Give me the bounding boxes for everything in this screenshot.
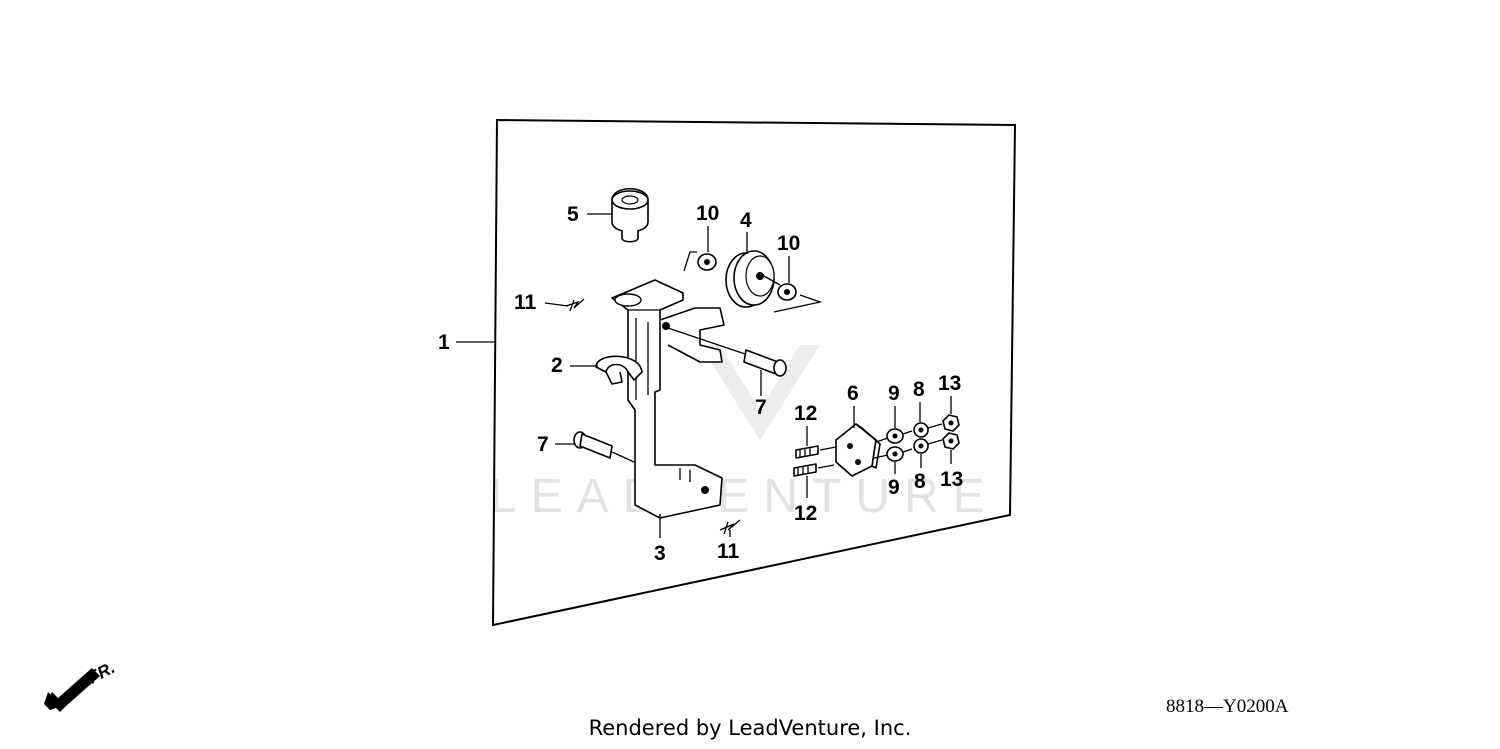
callout-2[interactable]: 2 bbox=[551, 354, 563, 377]
callout-9-upper[interactable]: 9 bbox=[888, 382, 900, 405]
washer-9-lower[interactable] bbox=[886, 446, 904, 462]
clip-part-lower[interactable] bbox=[719, 519, 741, 535]
callout-3[interactable]: 3 bbox=[654, 542, 666, 565]
nut-13-lower[interactable] bbox=[942, 432, 960, 450]
plate-part[interactable] bbox=[835, 423, 889, 477]
callout-7-upper[interactable]: 7 bbox=[755, 396, 767, 419]
watermark: LEADVENTURE bbox=[490, 345, 999, 523]
bracket-part[interactable] bbox=[611, 279, 725, 519]
callout-13-lower[interactable]: 13 bbox=[940, 468, 963, 491]
front-direction-arrow-icon: FR. bbox=[44, 658, 118, 712]
clip-part-upper[interactable] bbox=[565, 298, 585, 312]
pin-part-upper[interactable] bbox=[667, 327, 787, 377]
callout-5[interactable]: 5 bbox=[567, 203, 579, 226]
lockwasher-8-lower[interactable] bbox=[913, 438, 929, 454]
bolt-part-upper[interactable] bbox=[795, 445, 837, 459]
callout-8-lower[interactable]: 8 bbox=[914, 470, 926, 493]
roller-part[interactable] bbox=[725, 250, 781, 308]
callout-10-left[interactable]: 10 bbox=[696, 202, 719, 225]
e-ring-part[interactable] bbox=[595, 355, 643, 385]
watermark-text: LEADVENTURE bbox=[490, 470, 999, 523]
washer-part-right[interactable] bbox=[777, 283, 797, 301]
callout-7-left[interactable]: 7 bbox=[537, 433, 549, 456]
lockwasher-8-upper[interactable] bbox=[913, 422, 929, 438]
bolt-part-lower[interactable] bbox=[793, 463, 835, 477]
collar-part[interactable] bbox=[611, 188, 649, 243]
diagram-code: 8818—Y0200A bbox=[1166, 696, 1289, 717]
callout-12-lower[interactable]: 12 bbox=[794, 502, 817, 525]
callout-6[interactable]: 6 bbox=[847, 382, 859, 405]
callout-10-right[interactable]: 10 bbox=[777, 232, 800, 255]
callout-12-upper[interactable]: 12 bbox=[794, 402, 817, 425]
washer-9-upper[interactable] bbox=[886, 428, 904, 444]
nut-13-upper[interactable] bbox=[942, 414, 960, 432]
pin-part-left[interactable] bbox=[573, 431, 635, 463]
kit-frame bbox=[491, 118, 1017, 627]
callout-8-upper[interactable]: 8 bbox=[913, 378, 925, 401]
callout-11-upper[interactable]: 11 bbox=[514, 291, 537, 314]
callout-9-lower[interactable]: 9 bbox=[888, 476, 900, 499]
washer-part-left[interactable] bbox=[697, 253, 717, 271]
callout-11-lower[interactable]: 11 bbox=[717, 540, 740, 563]
callout-4[interactable]: 4 bbox=[740, 209, 752, 232]
footer-credit: Rendered by LeadVenture, Inc. bbox=[588, 716, 912, 740]
callout-13-upper[interactable]: 13 bbox=[938, 372, 961, 395]
callout-1[interactable]: 1 bbox=[438, 331, 450, 354]
